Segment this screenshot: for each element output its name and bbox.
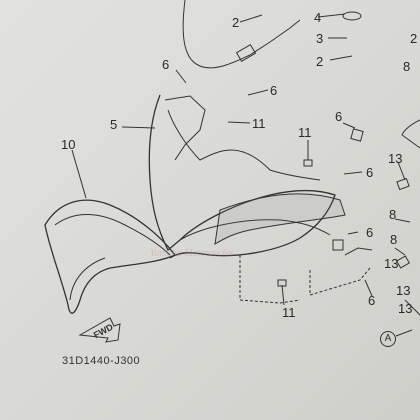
fwd-arrow: [78, 317, 121, 343]
part-number-label: 6: [162, 57, 170, 72]
leader-line: [71, 149, 87, 199]
leader-line: [397, 161, 406, 181]
bolt: [303, 159, 313, 167]
part-number-label: 6: [270, 83, 278, 98]
leader-line: [347, 231, 359, 235]
assembly-line: [344, 247, 373, 256]
part-number-label: 13: [388, 151, 403, 166]
cowling-inner: [167, 109, 321, 181]
windscreen: [44, 199, 177, 314]
side-panel: [214, 193, 346, 245]
leader-line: [364, 279, 373, 297]
part-number-label: 4: [314, 10, 322, 25]
leader-line: [394, 247, 406, 256]
clip: [332, 239, 344, 251]
windscreen-inner: [54, 214, 171, 256]
windscreen-fold: [69, 257, 106, 301]
part-number-label: 8: [403, 59, 411, 74]
cowling-lower: [179, 219, 331, 241]
part-number-label: 6: [366, 225, 374, 240]
right-fairing-inner: [404, 299, 420, 316]
right-fairing-edge: [401, 119, 420, 149]
part-number-label: 11: [252, 116, 266, 131]
bolt: [277, 279, 287, 287]
bolt: [396, 177, 410, 191]
part-number-label: 10: [61, 137, 76, 152]
part-number-label: 5: [110, 117, 118, 132]
clip: [350, 128, 364, 142]
cable-end: [249, 19, 301, 56]
bolt: [395, 255, 411, 269]
leader-line: [343, 171, 363, 175]
reference-marker: A: [380, 331, 396, 347]
leader-line: [247, 89, 269, 96]
part-number-label: 6: [368, 293, 376, 308]
cowling-edge: [164, 95, 206, 161]
leader-line: [395, 329, 413, 337]
leader-line: [342, 122, 356, 129]
leader-line: [394, 218, 411, 223]
leader-line: [227, 121, 251, 124]
part-number-label: 8: [389, 207, 397, 222]
leader-line: [317, 13, 346, 18]
part-number-label: 2: [410, 31, 418, 46]
part-number-label: 2: [232, 15, 240, 30]
headlight-cowling: [148, 94, 336, 259]
watermark-text: Yamaha Motorcycles: [150, 248, 234, 259]
part-number-label: 3: [316, 31, 324, 46]
diagram-code: 31D1440-J300: [62, 355, 141, 367]
leader-line: [239, 14, 263, 23]
part-number-label: 2: [316, 54, 324, 69]
part-number-label: 13: [384, 256, 399, 271]
cable: [182, 0, 251, 69]
part-number-label: 13: [398, 301, 413, 316]
part-number-label: 6: [366, 165, 374, 180]
washer: [342, 11, 362, 21]
leader-line: [281, 284, 285, 306]
leader-line: [121, 126, 156, 129]
part-number-label: 6: [335, 109, 343, 124]
part-number-label: 11: [298, 125, 312, 140]
leader-line: [329, 55, 353, 61]
part-number-label: 13: [396, 283, 411, 298]
assembly-line: [239, 255, 301, 304]
leader-line: [175, 69, 187, 84]
part-number-label: 8: [390, 232, 398, 247]
part-number-label: 11: [282, 305, 296, 320]
assembly-line: [309, 267, 371, 296]
cable-fitting: [235, 43, 257, 63]
